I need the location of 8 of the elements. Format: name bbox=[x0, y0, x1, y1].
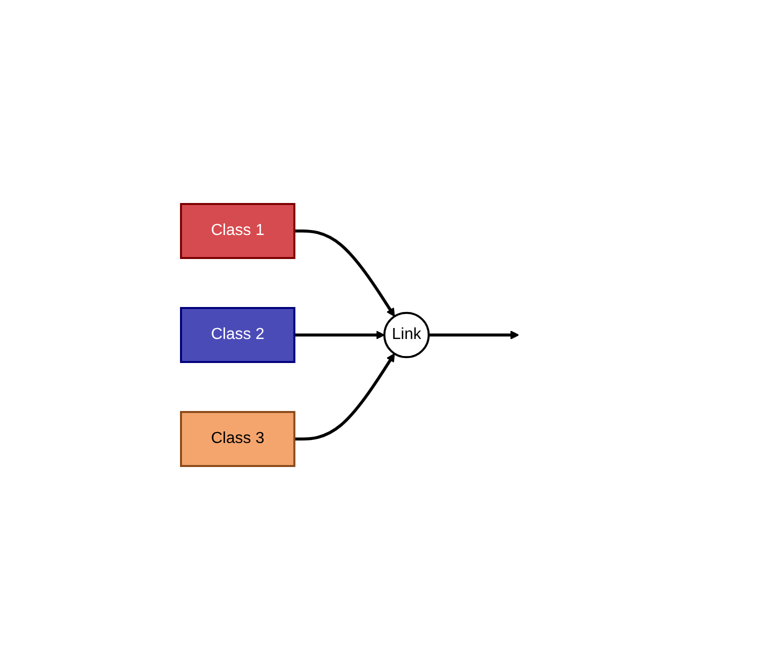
node-circle: Link bbox=[384, 311, 430, 358]
node-box: Class 1 bbox=[180, 202, 296, 258]
arrow bbox=[294, 229, 396, 316]
arrow bbox=[294, 352, 396, 440]
node-box: Class 3 bbox=[180, 410, 296, 466]
arrow bbox=[428, 330, 520, 339]
arrow bbox=[294, 330, 385, 339]
node-box: Class 2 bbox=[180, 306, 296, 362]
